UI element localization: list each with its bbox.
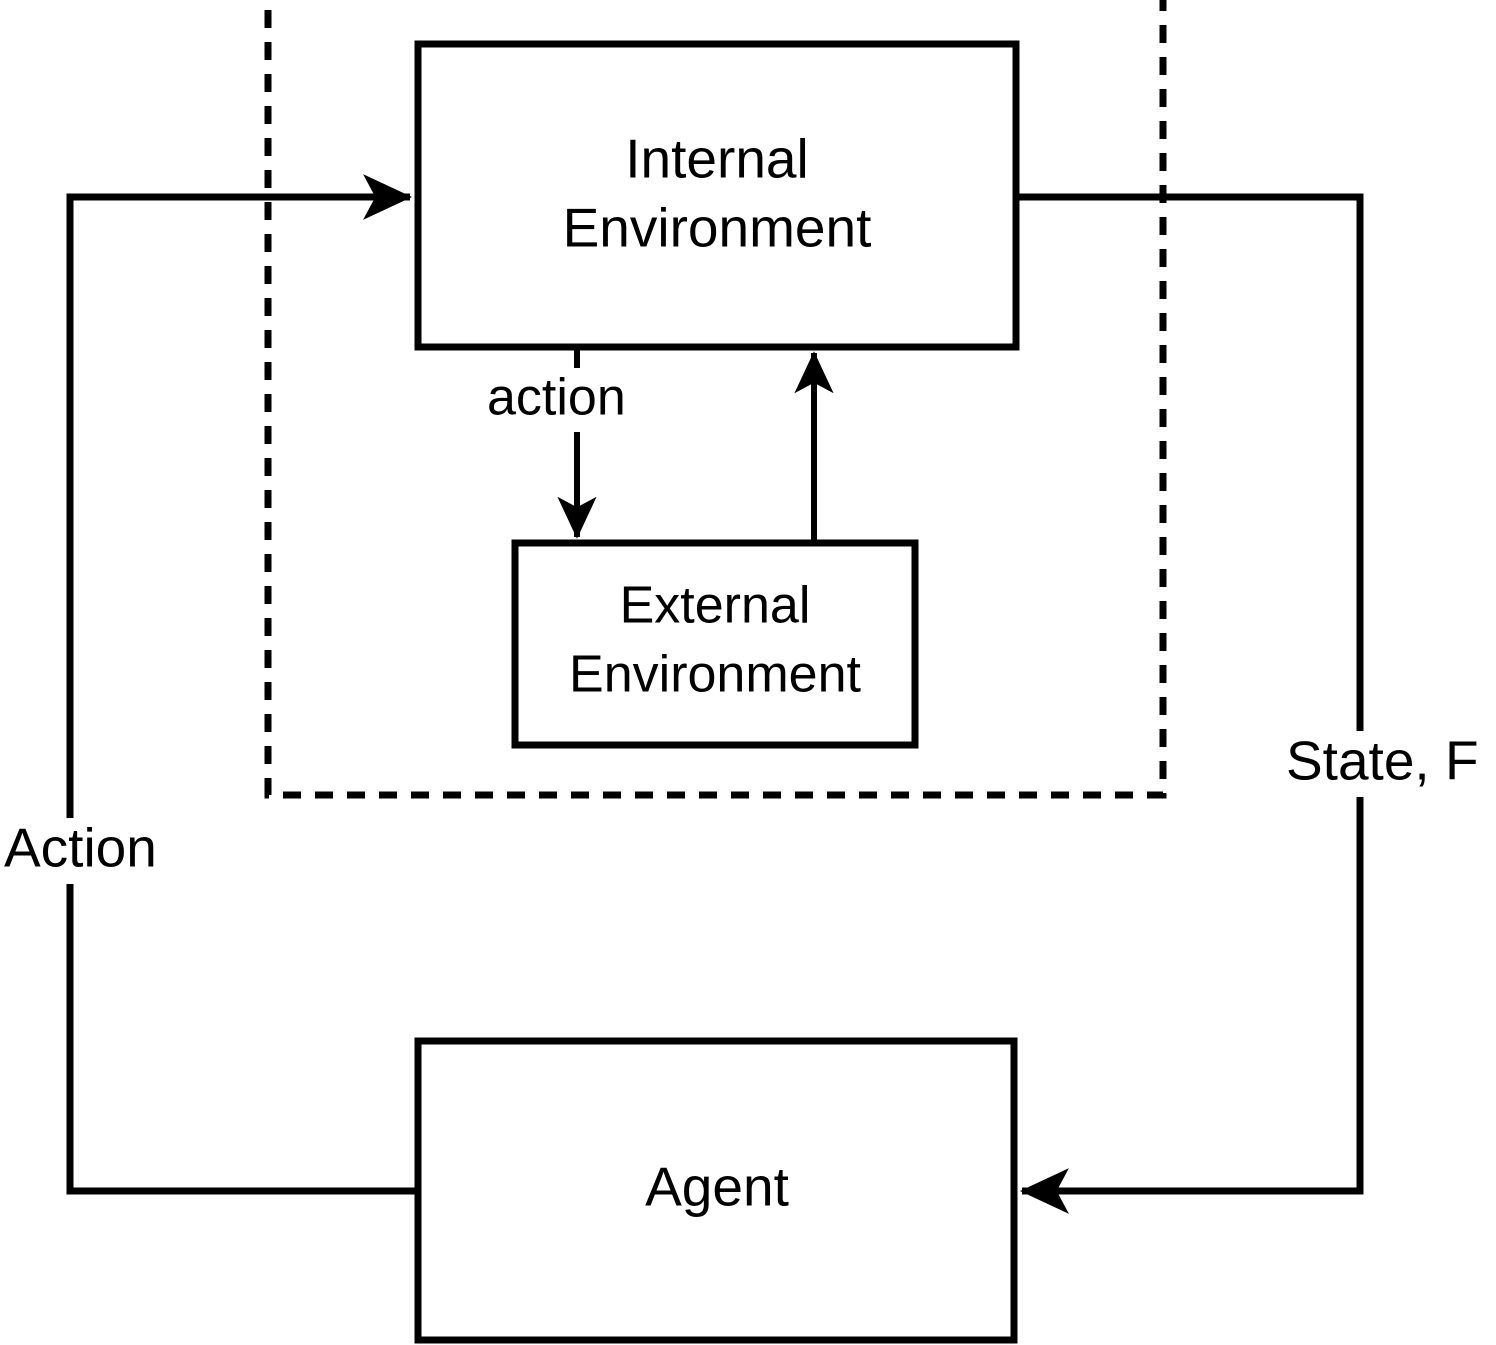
action-feedback-path [66,174,418,1195]
action-loop-edge-label: Action [4,817,157,879]
agent-box[interactable] [414,1037,1018,1344]
internal-environment-box[interactable] [414,40,1020,351]
external-environment-box[interactable] [511,539,919,749]
state-feedback-path [1016,193,1364,1214]
state-loop-label-backdrop [1283,731,1496,797]
internal-environment-label-line2: Environment [563,197,872,259]
state-loop-edge-label: State, F [1286,730,1479,792]
action-label-backdrop [484,368,650,432]
external-environment-label-line1: External [620,577,811,635]
internal-environment-label-line1: Internal [625,128,808,190]
action-edge-label: action [487,369,626,427]
environment-group-dashed-region [264,0,1167,799]
action-loop-label-backdrop [0,818,172,884]
agent-label: Agent [645,1156,789,1218]
external-environment-label-line2: Environment [569,646,861,704]
